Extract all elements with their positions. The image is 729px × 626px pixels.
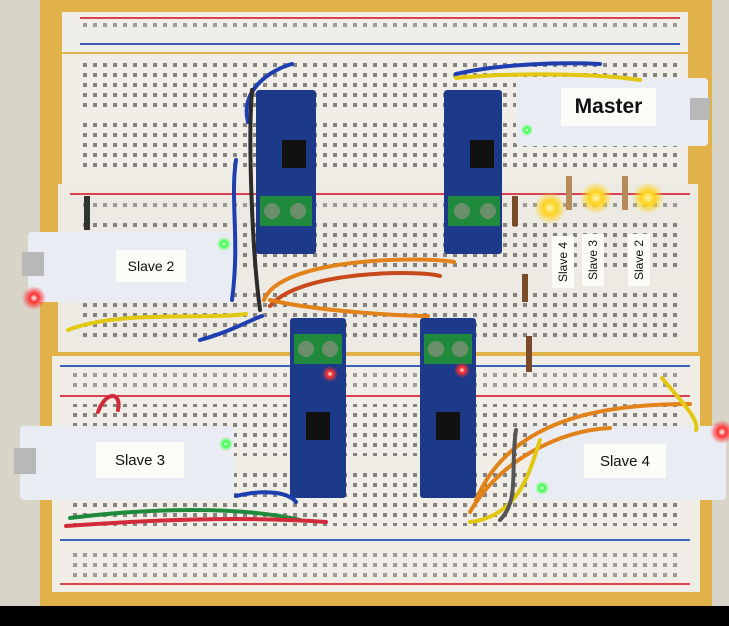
label-slave4-tag: Slave 4 — [552, 236, 574, 288]
label-slave4-board: Slave 4 — [584, 444, 666, 478]
led-yellow-right — [632, 182, 664, 214]
led-red-slave2 — [22, 286, 46, 310]
label-master: Master — [561, 88, 656, 126]
rs485-module-bottom-right — [420, 318, 476, 498]
rs485-module-bottom-left — [290, 318, 346, 498]
resistors — [84, 176, 628, 372]
label-slave3-tag: Slave 3 — [582, 234, 604, 286]
label-slave2-board: Slave 2 — [116, 250, 186, 282]
led-red-module-left — [322, 366, 338, 382]
label-slave3-tag-text: Slave 3 — [586, 239, 600, 281]
led-yellow-middle — [580, 182, 612, 214]
label-slave2-tag: Slave 2 — [628, 234, 650, 286]
led-green-slave4 — [535, 481, 549, 495]
label-slave3-board: Slave 3 — [96, 442, 184, 478]
rs485-module-top-left — [256, 90, 316, 254]
led-green-slave2 — [217, 237, 231, 251]
led-green-slave3 — [219, 437, 233, 451]
led-red-module-right — [454, 362, 470, 378]
led-green-master — [521, 124, 533, 136]
label-slave2-tag-text: Slave 2 — [632, 239, 646, 281]
jumper-wires — [64, 61, 699, 528]
led-yellow-left — [534, 192, 566, 224]
label-slave4-tag-text: Slave 4 — [556, 241, 570, 283]
rs485-module-top-right — [444, 90, 502, 254]
led-red-slave4 — [710, 420, 729, 444]
